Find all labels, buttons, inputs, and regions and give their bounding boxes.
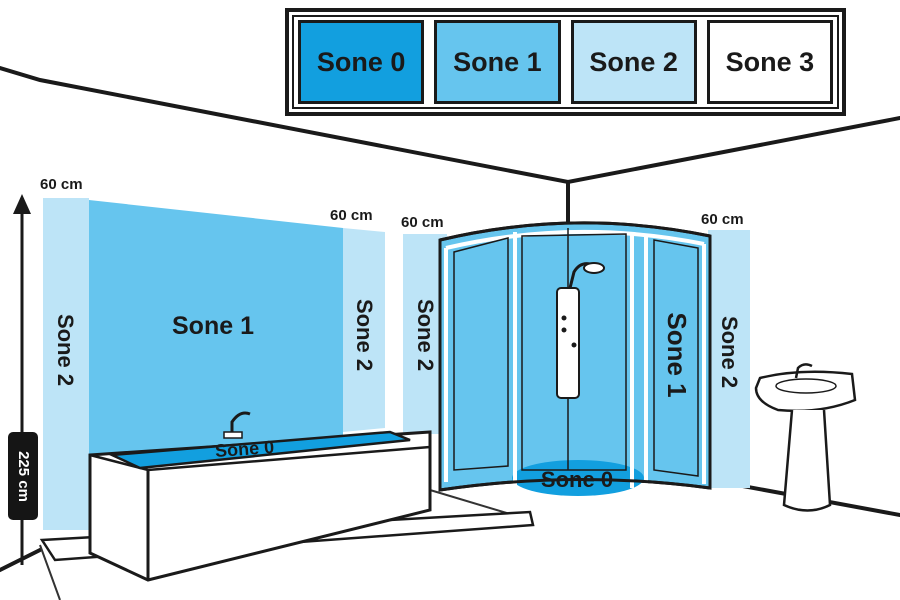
zone-2-left-bath bbox=[43, 198, 89, 530]
sink-faucet-icon bbox=[794, 363, 813, 379]
zone-label-shower-tray: Sone 0 bbox=[541, 467, 613, 492]
dimension-label-bath-left: 60 cm bbox=[40, 176, 83, 193]
shower-head-icon bbox=[556, 262, 605, 399]
zone-label-bath-left: Sone 2 bbox=[53, 314, 78, 386]
shower-enclosure bbox=[438, 221, 712, 496]
legend-zone-3: Sone 3 bbox=[706, 20, 833, 104]
bathtub bbox=[39, 411, 535, 582]
zone-label-shower-inside: Sone 1 bbox=[662, 312, 692, 397]
zone-label-bath-right: Sone 2 bbox=[352, 299, 377, 371]
height-badge: 225 cm bbox=[8, 432, 38, 520]
zone-label-bath-center: Sone 1 bbox=[172, 312, 254, 340]
height-label: 225 cm bbox=[14, 450, 32, 502]
zone-label-shower-right: Sone 2 bbox=[717, 316, 742, 388]
legend-zone-0: Sone 0 bbox=[298, 20, 425, 104]
bath-faucet-icon bbox=[223, 411, 251, 439]
legend-zone-2: Sone 2 bbox=[570, 20, 697, 104]
sink bbox=[754, 363, 857, 512]
zone-label-shower-left: Sone 2 bbox=[413, 299, 438, 371]
dimension-label-bath-right: 60 cm bbox=[330, 207, 373, 224]
dimension-label-shower-left: 60 cm bbox=[401, 214, 444, 231]
zone-2-right-bath bbox=[343, 228, 385, 432]
legend-zone-1: Sone 1 bbox=[434, 20, 561, 104]
zone-1-bath bbox=[89, 200, 343, 455]
zone-2-right-shower bbox=[708, 230, 750, 488]
zone-legend: Sone 0 Sone 1 Sone 2 Sone 3 bbox=[285, 8, 846, 116]
zone-label-bathtub: Sone 0 bbox=[214, 437, 274, 461]
dimension-label-shower-right: 60 cm bbox=[701, 211, 744, 228]
